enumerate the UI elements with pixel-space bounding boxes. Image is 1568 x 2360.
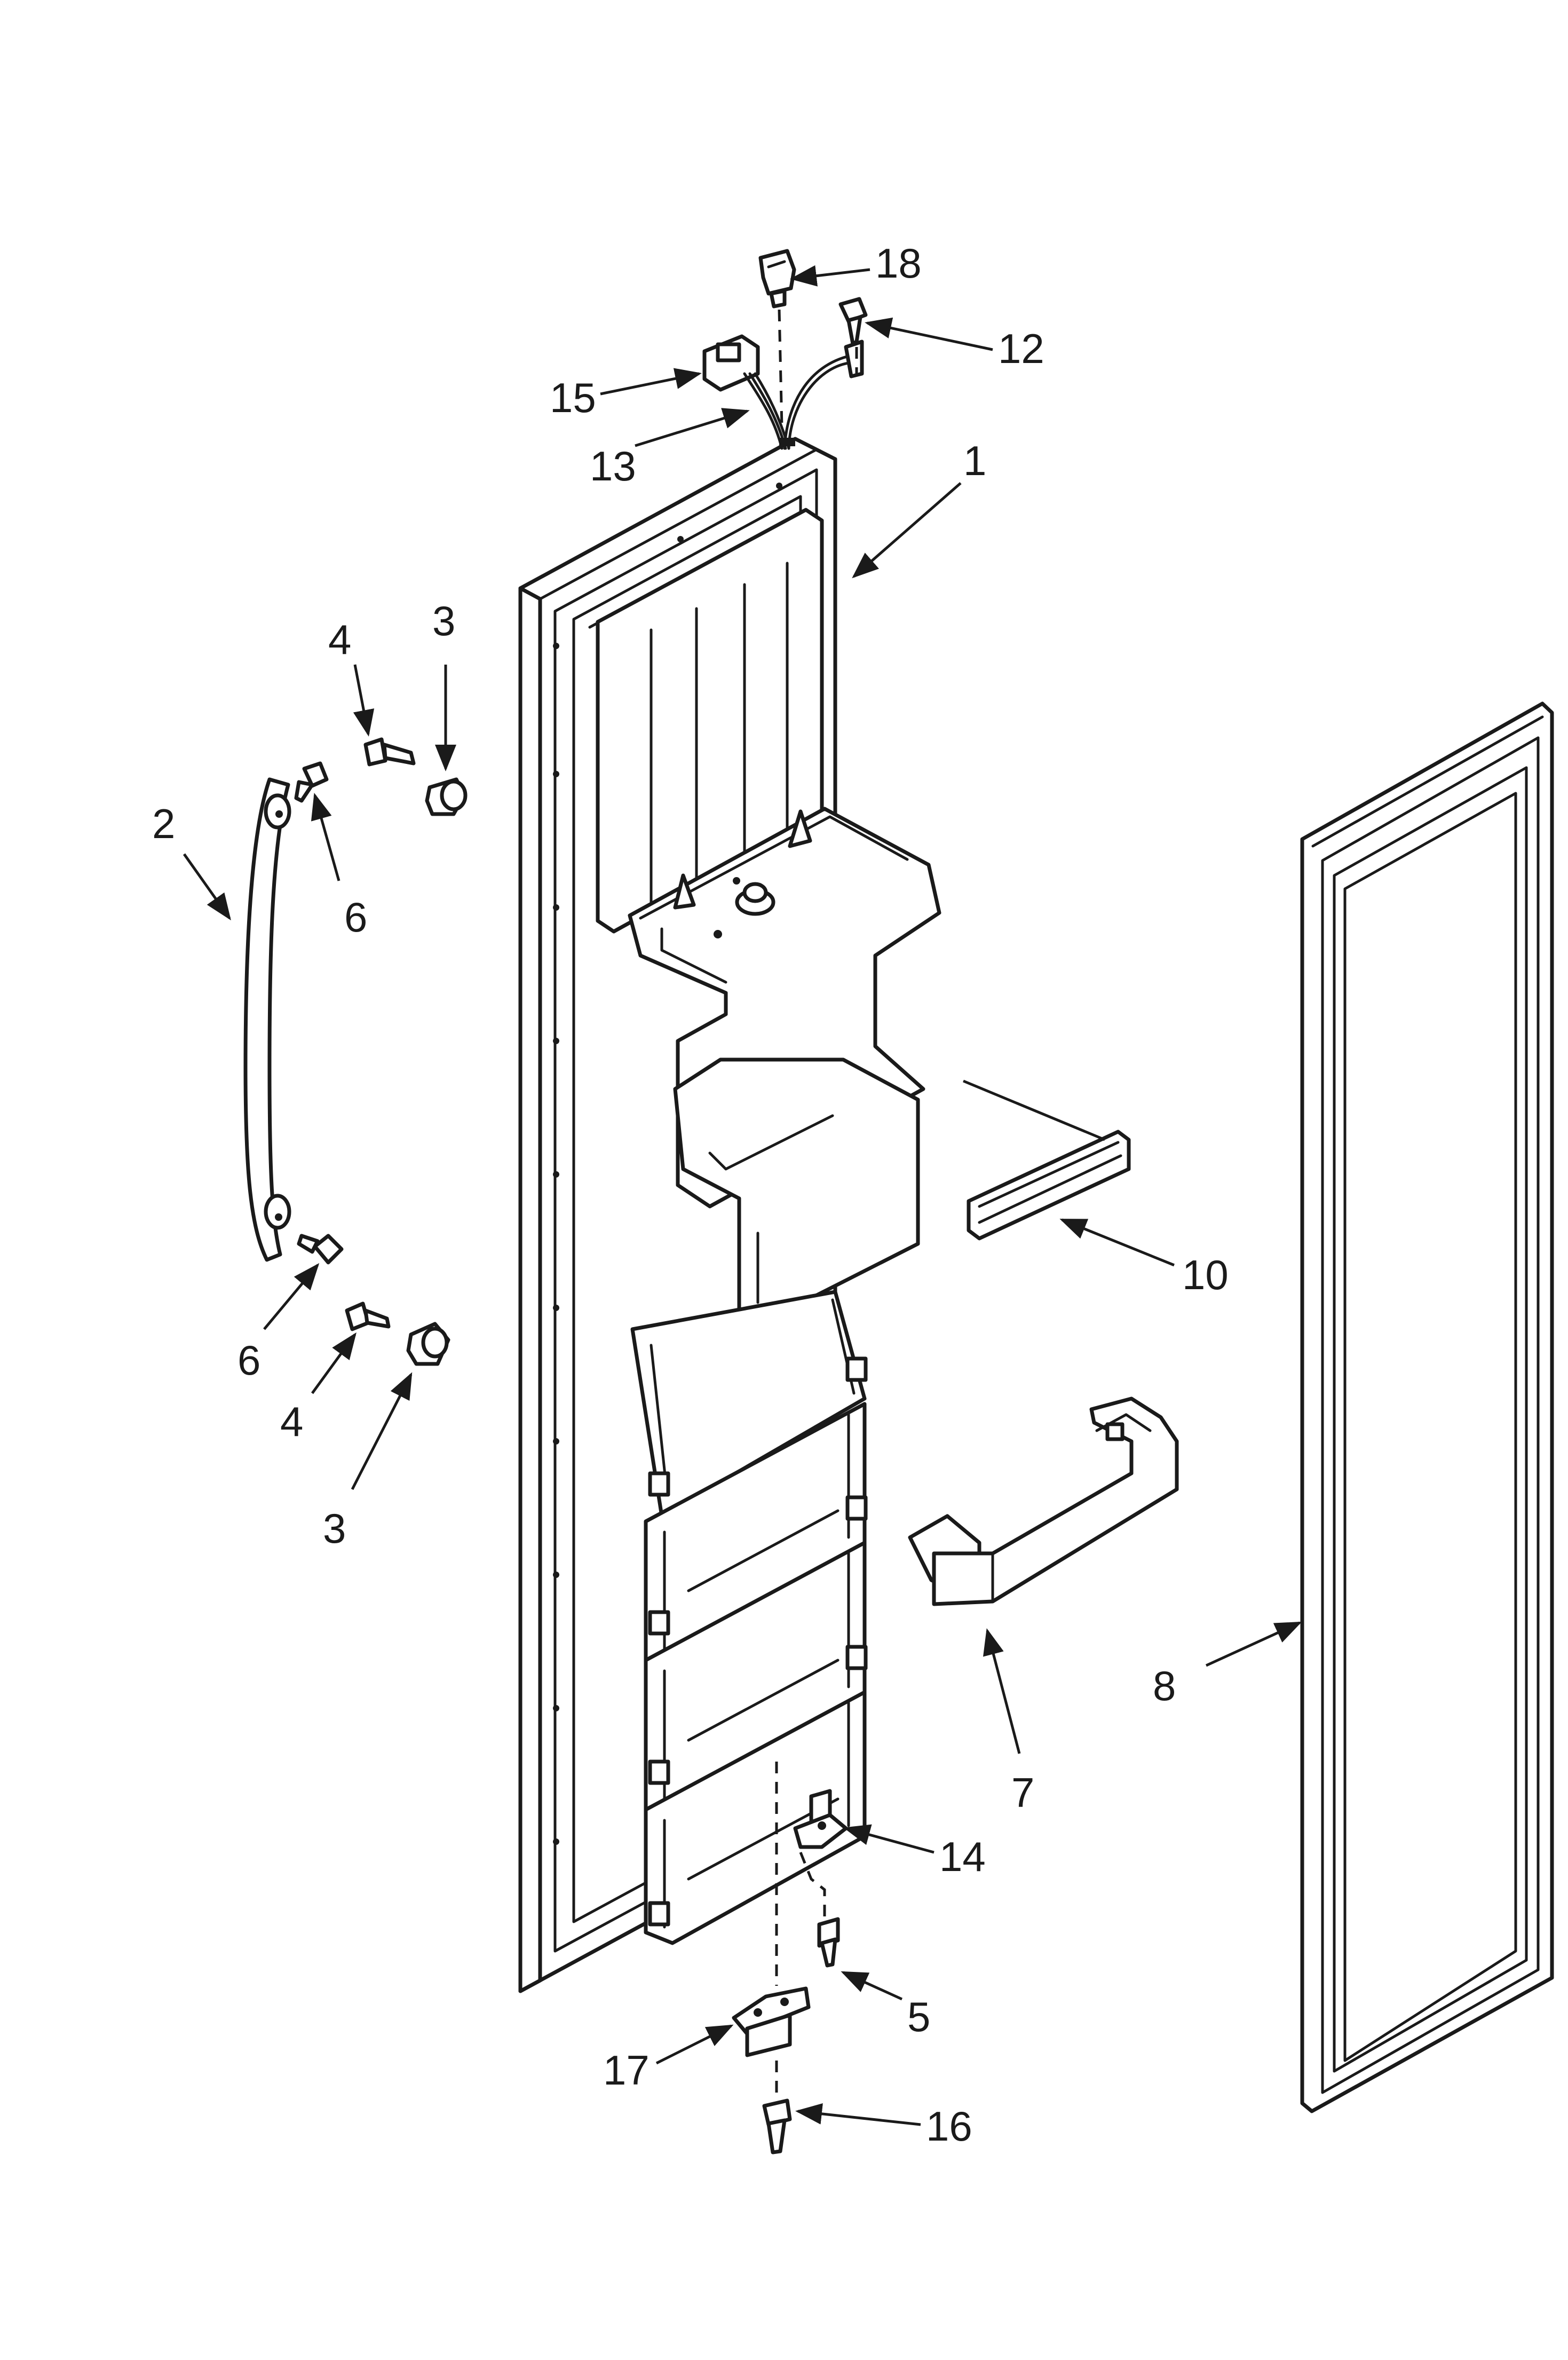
leader-6-upper: [311, 793, 340, 881]
leader-4-upper: [353, 664, 375, 737]
part-4-upper-screw: [363, 737, 416, 767]
callout-17: 17: [603, 2047, 650, 2094]
part-12-screw: [838, 297, 868, 374]
callout-1: 1: [963, 437, 986, 484]
leader-6-lower: [263, 1263, 320, 1330]
leader-lines: [183, 265, 1302, 2126]
door-assembly: [518, 437, 941, 1993]
part-6-lower-screw: [297, 1234, 344, 1265]
leader-4-lower: [311, 1332, 357, 1394]
part-18-plug: [758, 249, 796, 428]
part-17-lower-hinge: [732, 1986, 811, 2098]
callout-8: 8: [1153, 1662, 1176, 1709]
part-8-door-gasket: [1300, 701, 1554, 2113]
leader-12: [865, 317, 993, 351]
part-14-hinge-pin: [775, 1762, 848, 1986]
leader-13: [635, 408, 750, 447]
leader-3-lower: [351, 1372, 413, 1490]
part-2-handle: [243, 777, 291, 1262]
callout-7: 7: [1011, 1769, 1034, 1816]
part-4-lower-screw: [345, 1301, 391, 1331]
part-5-screw: [817, 1917, 840, 1968]
leader-14: [843, 1824, 935, 1854]
part-3-lower-spacer: [406, 1322, 450, 1366]
callout-6-upper: 6: [344, 894, 367, 941]
leader-2: [183, 853, 231, 921]
leader-18: [790, 265, 870, 287]
leader-5: [841, 1971, 903, 2001]
door-edge-screw-holes: [553, 483, 782, 1845]
part-10-trim: [963, 1079, 1131, 1241]
callout-5: 5: [907, 1993, 930, 2040]
part-6-upper-screw: [294, 761, 329, 803]
callout-15: 15: [550, 374, 596, 421]
leader-15: [600, 368, 702, 396]
part-16-screw: [762, 2098, 792, 2154]
wire-harness: [702, 334, 864, 450]
leader-8: [1205, 1621, 1302, 1667]
leader-1: [852, 482, 962, 579]
callout-4-lower: 4: [280, 1398, 303, 1445]
callout-18: 18: [875, 240, 922, 287]
callout-13: 13: [590, 443, 636, 490]
callout-10: 10: [1182, 1251, 1229, 1298]
callout-16: 16: [926, 2103, 972, 2150]
callout-14: 14: [939, 1833, 986, 1880]
leader-10: [1059, 1218, 1175, 1267]
callout-3-lower: 3: [323, 1505, 346, 1552]
leader-17: [655, 2024, 734, 2065]
part-7-door-bin: [908, 1396, 1179, 1606]
leader-16: [795, 2103, 921, 2126]
callout-labels: 18 12 15 13 1 4 3 2 6 6 4 3 10 7 8 14 5 …: [152, 240, 1229, 2150]
callout-6-lower: 6: [237, 1337, 260, 1384]
callout-4-upper: 4: [328, 616, 351, 663]
leader-7: [983, 1628, 1021, 1754]
door-shelves: [630, 1290, 868, 1945]
callout-3-upper: 3: [432, 597, 455, 644]
callout-12: 12: [998, 325, 1044, 372]
callout-2: 2: [152, 800, 175, 847]
part-3-upper-spacer: [425, 777, 468, 816]
